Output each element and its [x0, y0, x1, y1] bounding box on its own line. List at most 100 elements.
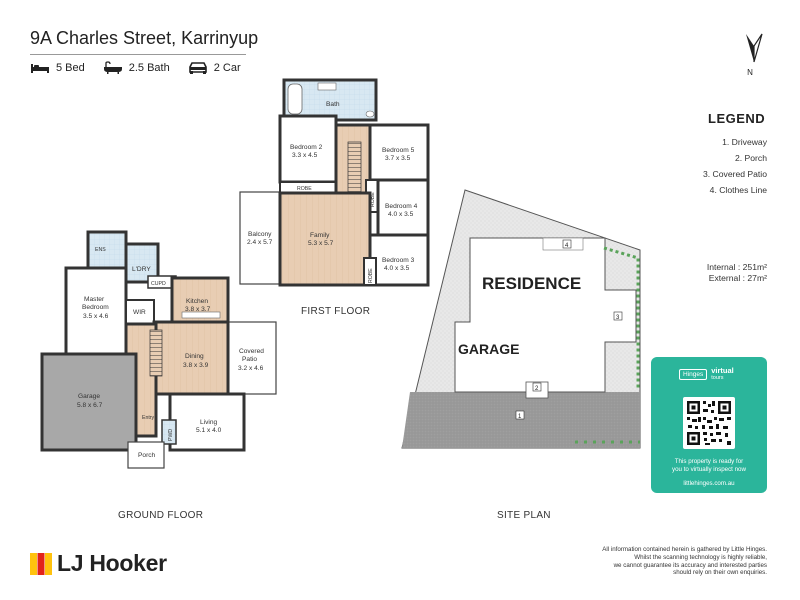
robe-small-label: ROBE	[368, 268, 374, 283]
disclaimer-line: All information contained herein is gath…	[602, 546, 767, 553]
porch-area	[127, 441, 165, 469]
residence-label: RESIDENCE	[482, 274, 581, 293]
family-label: Family	[310, 232, 330, 239]
balcony	[239, 191, 281, 285]
marker-2-box	[532, 382, 542, 392]
family-room	[278, 191, 372, 287]
stairs-lower	[149, 329, 163, 377]
marker-4-box	[562, 239, 572, 249]
garage	[40, 352, 138, 452]
bedroom-4-size: 4.0 x 3.5	[388, 211, 414, 218]
living-label: Living	[200, 419, 218, 426]
bathtub	[287, 83, 303, 115]
bedroom-4-label: Bedroom 4	[385, 203, 418, 210]
master-size: 3.5 x 4.6	[83, 313, 109, 320]
master-label-2: Bedroom	[82, 304, 109, 311]
driveway	[402, 392, 640, 448]
family-size: 5.3 x 5.7	[308, 240, 334, 247]
beds-label: 5 Bed	[56, 61, 85, 74]
marker-1: 1	[518, 414, 522, 420]
property-specs: 5 Bed 2.5 Bath 2 Car	[30, 61, 241, 74]
patio-label-1: Covered	[239, 348, 264, 355]
laundry-label: L'DRY	[132, 266, 151, 273]
marker-2: 2	[535, 386, 539, 392]
bedroom-3-label: Bedroom 3	[382, 257, 415, 264]
garage-size: 5.8 x 6.7	[77, 402, 103, 409]
marker-1-box	[515, 410, 525, 420]
baths-label: 2.5 Bath	[128, 61, 170, 74]
legend-item: 1. Driveway	[722, 137, 767, 147]
cars-label: 2 Car	[213, 61, 241, 74]
lj-hooker-logo-icon	[30, 552, 52, 575]
robe-vertical-label: ROBE	[370, 192, 376, 207]
dining	[152, 320, 230, 396]
baths-spec: 2.5 Bath	[103, 61, 170, 74]
agency-brand: LJ Hooker	[30, 550, 167, 577]
wir-label: WIR	[133, 309, 146, 316]
residence-footprint	[454, 237, 637, 393]
bath-label: Bath	[326, 101, 340, 108]
qr-code[interactable]	[683, 397, 735, 449]
disclaimer-line: should rely on their own enquiries.	[673, 569, 767, 577]
area-summary: Internal : 251m² External : 27m²	[707, 262, 767, 284]
agency-name: LJ Hooker	[57, 550, 167, 576]
legend-title: LEGEND	[708, 111, 766, 126]
hedge	[603, 246, 640, 388]
cupboard-label: CUPD	[151, 281, 166, 287]
bedroom-2-label: Bedroom 2	[290, 144, 323, 151]
north-label: N	[747, 68, 753, 77]
pwd-label: PWD	[168, 429, 174, 441]
north-arrow: N	[742, 32, 766, 77]
bedroom-5-label: Bedroom 5	[382, 147, 415, 154]
tour-brand-text: virtual tours	[711, 367, 734, 381]
bedroom-3-size: 4.0 x 3.5	[384, 265, 410, 272]
dining-label: Dining	[185, 353, 204, 360]
dining-size: 3.8 x 3.9	[183, 362, 209, 369]
first-floor-label: FIRST FLOOR	[301, 306, 371, 317]
patio-size: 3.2 x 4.6	[238, 365, 264, 372]
bedroom-3	[368, 233, 430, 287]
external-area: External : 27m²	[708, 273, 767, 283]
header-divider	[30, 54, 246, 55]
internal-area: Internal : 251m²	[706, 262, 767, 272]
legend-item: 4. Clothes Line	[709, 185, 767, 195]
kitchen-label: Kitchen	[186, 298, 208, 305]
balcony-size: 2.4 x 5.7	[247, 239, 273, 246]
marker-3: 3	[616, 315, 620, 321]
tour-url[interactable]: littlehinges.com.au	[683, 480, 735, 487]
tour-brand-a: Hinges	[679, 369, 708, 380]
walk-in-robe	[125, 299, 155, 325]
virtual-tour-card[interactable]: Hinges virtual tours This property is re…	[651, 357, 767, 493]
bed-icon	[31, 63, 49, 73]
garage-label: Garage	[78, 393, 100, 400]
disclaimer-line: we cannot guarantee its accuracy and int…	[613, 561, 767, 569]
disclaimer-line: Whilst the scanning technology is highly…	[634, 553, 767, 561]
covered-patio	[227, 321, 277, 395]
tour-message: This property is ready for you to virtua…	[651, 458, 767, 474]
porch-label: Porch	[138, 452, 156, 459]
legend-list: 1. Driveway 2. Porch 3. Covered Patio 4.…	[703, 134, 767, 198]
tour-line-2: you to virtually inspect now	[672, 466, 746, 473]
marker-3-box	[613, 311, 623, 321]
ground-floor-plan: ENS L'DRY CUPD Master Bedroom 3.5 x 4.6 …	[40, 230, 277, 469]
robe-bed3	[363, 257, 377, 286]
toilet	[365, 110, 375, 118]
site-plan-label: SITE PLAN	[497, 510, 551, 521]
ground-floor-label: GROUND FLOOR	[118, 510, 204, 521]
entry-label: Entry	[142, 415, 155, 421]
master-label-1: Master	[84, 296, 105, 303]
ensuite	[86, 230, 128, 272]
tour-line-1: This property is ready for	[674, 458, 744, 465]
tour-brand-c: tours	[711, 374, 724, 381]
bedroom-2-size: 3.3 x 4.5	[292, 152, 318, 159]
first-floor-plan: Bath Bedroom 2 3.3 x 4.5 ROBE Bedroom 5 …	[239, 78, 430, 287]
master-bedroom	[64, 266, 128, 356]
marker-4: 4	[565, 243, 569, 249]
qr-code-icon	[687, 401, 731, 445]
disclaimer: All information contained herein is gath…	[537, 546, 767, 577]
beds-spec: 5 Bed	[30, 62, 85, 74]
ensuite-label: ENS	[95, 247, 106, 253]
vanity	[317, 82, 337, 91]
car-icon	[188, 62, 207, 74]
living-size: 5.1 x 4.0	[196, 427, 222, 434]
